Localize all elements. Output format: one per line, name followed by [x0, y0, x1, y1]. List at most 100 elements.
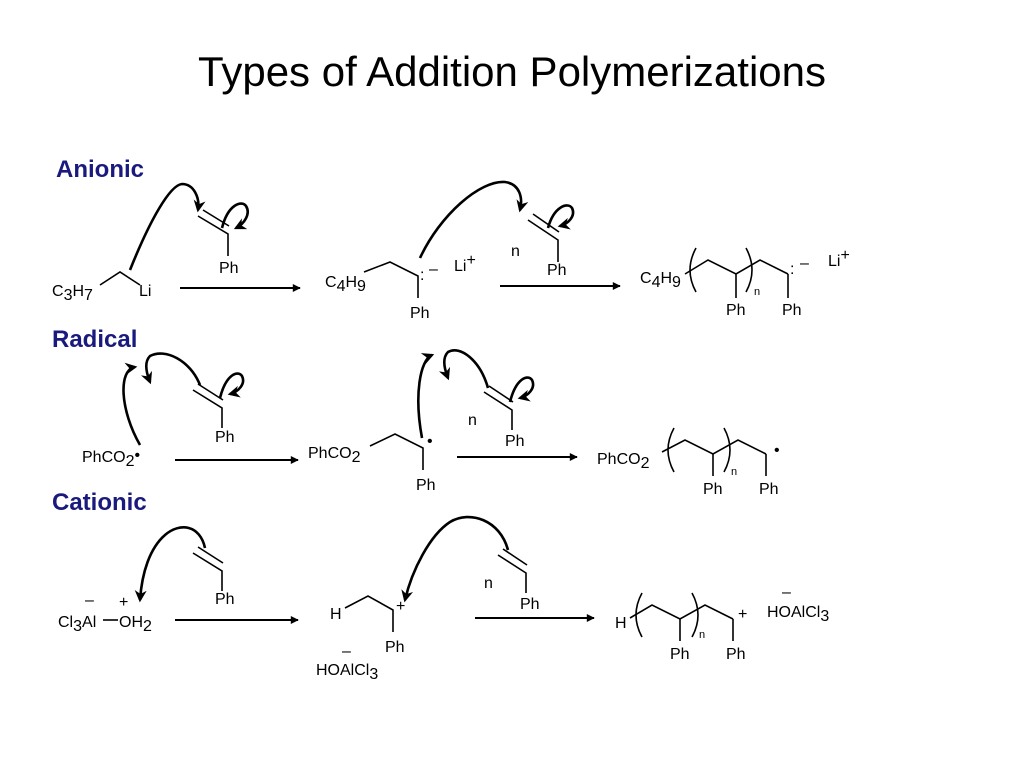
curly-arrow [220, 202, 249, 230]
curly-arrow [438, 349, 490, 389]
charge-plus: + [396, 598, 405, 615]
charge-minus: – [782, 584, 791, 601]
lone-pair: : [790, 261, 794, 278]
bond [99, 271, 141, 286]
bond [502, 548, 528, 566]
polystyrene-radical: PhCO2 n • Ph Ph [597, 427, 780, 498]
atom-label-li: Li+ [454, 252, 476, 275]
atom-label-ph: Ph [759, 481, 779, 498]
bond [483, 391, 513, 430]
charge-minus: – [800, 255, 809, 272]
atom-label-ph: Ph [670, 646, 690, 663]
curly-arrow [140, 352, 202, 386]
bond [344, 595, 394, 632]
repeat-n: n [699, 629, 705, 641]
bracket [689, 247, 697, 293]
curly-arrow [218, 372, 245, 399]
bond [629, 604, 734, 620]
styrene: Ph [192, 546, 235, 608]
curly-arrow [417, 353, 435, 439]
radical-adduct: PhCO2 • Ph [308, 433, 436, 494]
bracket [635, 592, 643, 638]
curly-arrow [418, 180, 529, 259]
styrene: Ph [192, 383, 235, 446]
curly-arrow [401, 515, 510, 603]
atom-label: C4H9 [325, 274, 366, 295]
atom-label-ph: Ph [703, 481, 723, 498]
repeat-n: n [468, 412, 477, 429]
bracket [745, 247, 753, 293]
styrene: n Ph [468, 385, 525, 450]
polystyrene-cation: H n + Ph Ph – HOAlCl3 [615, 584, 829, 663]
bond [497, 554, 527, 593]
curly-arrow [546, 204, 575, 230]
bond [363, 261, 419, 298]
atom-label-ph: Ph [410, 305, 430, 322]
atom-label: PhCO2 [308, 445, 361, 466]
charge-plus: + [738, 606, 747, 623]
repeat-n: n [731, 466, 737, 478]
atom-label-ph: Ph [219, 260, 239, 277]
bond [532, 213, 560, 233]
atom-label-ph: Ph [416, 477, 436, 494]
curly-arrow [134, 526, 207, 603]
curly-arrow [508, 376, 535, 403]
propyllithium: C3H7 Li [52, 271, 151, 304]
bracket [723, 427, 731, 473]
bond [684, 259, 789, 275]
radical-dot: • [774, 442, 780, 459]
section-label-radical: Radical [52, 326, 138, 353]
curly-arrow [128, 182, 206, 271]
styrene: n Ph [511, 213, 567, 279]
bond [192, 552, 223, 591]
atom-label: Cl3Al [58, 614, 96, 635]
styrene: Ph [197, 209, 239, 277]
bond [369, 433, 424, 470]
bracket [667, 427, 675, 473]
bond [192, 389, 223, 428]
atom-label-ph: Ph [215, 591, 235, 608]
bond [661, 439, 767, 455]
atom-label-h: H [330, 606, 342, 623]
atom-label-ph: Ph [215, 429, 235, 446]
charge-minus: – [85, 592, 94, 609]
atom-label: C3H7 [52, 283, 93, 304]
repeat-n: n [754, 286, 760, 298]
atom-label: PhCO2 [597, 451, 650, 472]
atom-label-ph: Ph [726, 302, 746, 319]
radical-dot: • [427, 433, 433, 450]
atom-label-ph: Ph [505, 433, 525, 450]
repeat-n: n [511, 243, 520, 260]
atom-label-ph: Ph [547, 262, 567, 279]
bond [527, 219, 559, 262]
repeat-n: n [484, 575, 493, 592]
atom-label-li: Li+ [828, 247, 850, 270]
atom-label-ph: Ph [385, 639, 405, 656]
atom-label-ph: Ph [520, 596, 540, 613]
counterion: HOAlCl3 [316, 662, 378, 683]
cationic-row: Cl3Al OH2 – + Ph H + Ph – HOAlCl3 n Ph [58, 515, 829, 683]
atom-label-ph: Ph [726, 646, 746, 663]
bracket [691, 592, 699, 638]
radical-row: PhCO2• Ph PhCO2 • Ph n Ph [82, 349, 780, 498]
atom-label: OH2 [119, 614, 152, 635]
atom-label: C4H9 [640, 270, 681, 291]
charge-plus: + [119, 594, 128, 611]
butyl-carbanion: C4H9 : – Li+ Ph [325, 252, 476, 322]
counterion: HOAlCl3 [767, 604, 829, 625]
atom-label: PhCO2• [82, 447, 140, 470]
lewis-acid-complex: Cl3Al OH2 – + [58, 592, 152, 635]
charge-minus: – [429, 261, 438, 278]
polystyrene-anion: C4H9 n : – Li+ Ph Ph [640, 247, 850, 319]
bond [197, 215, 229, 256]
section-label-anionic: Anionic [56, 156, 144, 183]
section-label-cationic: Cationic [52, 489, 147, 516]
benzoyloxy-radical: PhCO2• [82, 447, 140, 470]
atom-label-h: H [615, 615, 627, 632]
bond [197, 546, 224, 564]
charge-minus: – [342, 643, 351, 660]
anionic-row: C3H7 Li Ph C4H9 : – Li+ Ph n Ph [52, 180, 850, 322]
styrene: n Ph [484, 548, 540, 613]
lone-pair: : [420, 267, 424, 284]
